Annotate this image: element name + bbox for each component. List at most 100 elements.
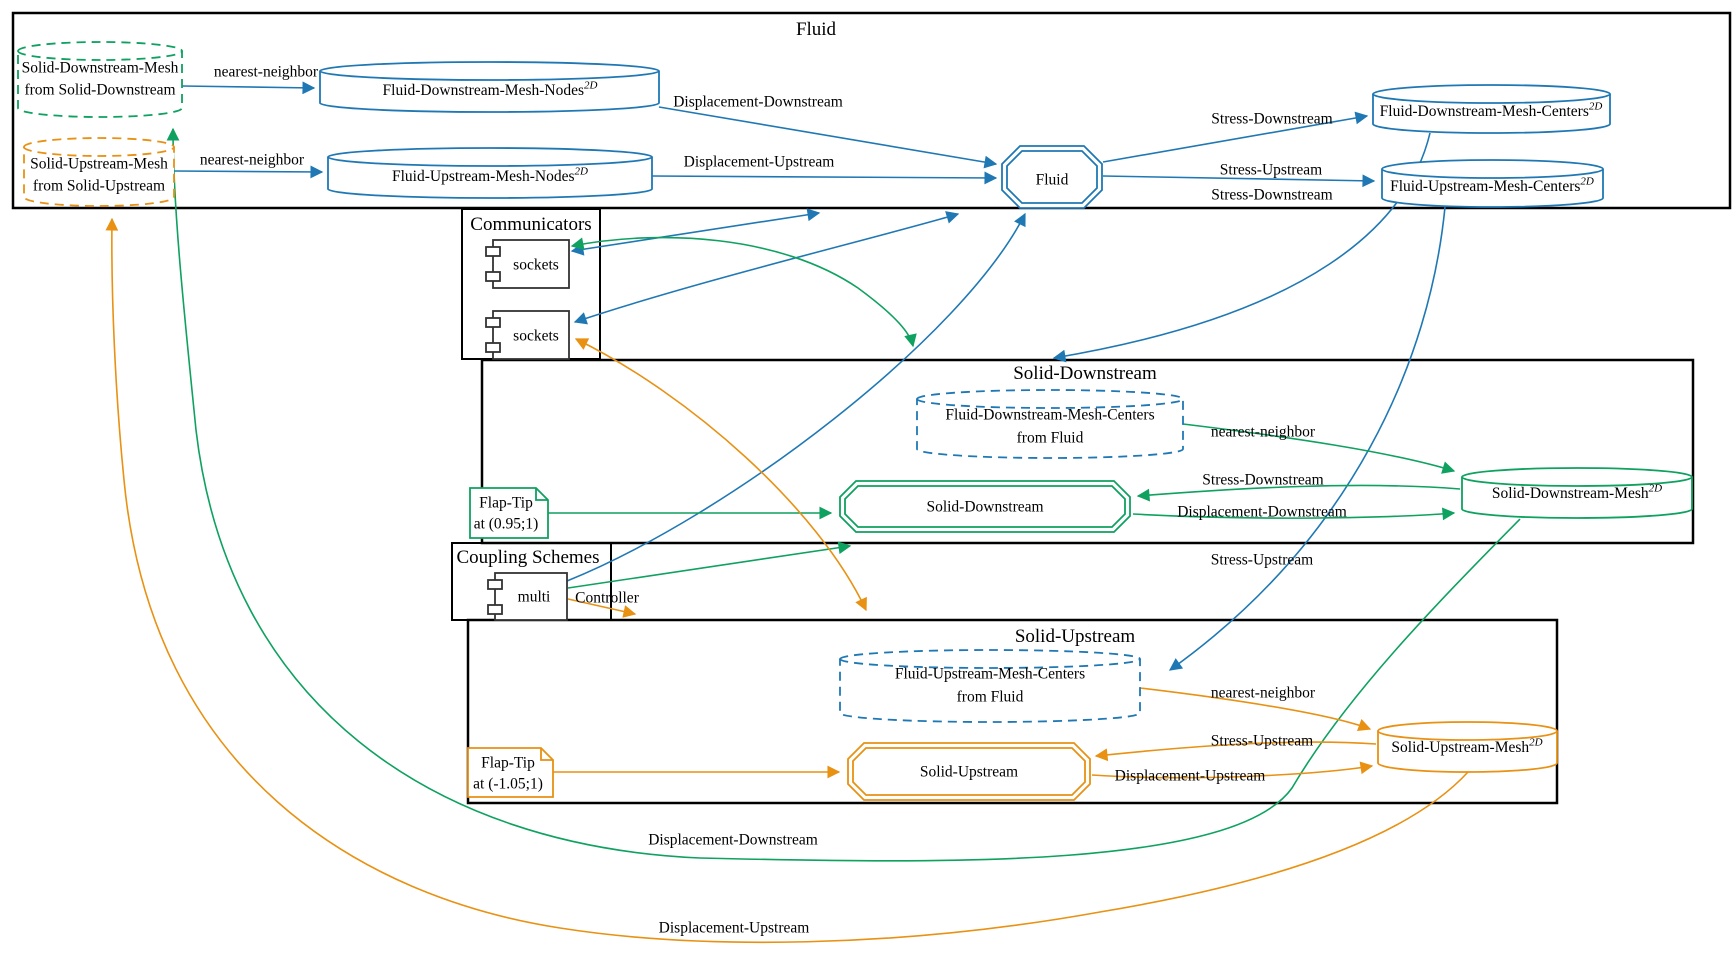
- mesh-name: Fluid-Downstream-Mesh-Centers: [1379, 102, 1589, 120]
- mesh-name: Fluid-Upstream-Mesh-Nodes: [392, 167, 575, 185]
- edge-label-stress-upstream-3: Stress-Upstream: [1210, 732, 1314, 750]
- node-solid-downstream-mesh: [1461, 467, 1693, 519]
- edge-m2n-sd-sockets1: [570, 236, 917, 348]
- node-solid-downstream-participant: [839, 480, 1131, 533]
- edge-label-nearest-neighbor-3: nearest-neighbor: [1210, 423, 1316, 441]
- node-received-fluid-downstream-mesh-centers: [916, 389, 1184, 459]
- mesh-dimension: 2D: [574, 165, 588, 178]
- flap-tip-upstream-label-line1: Flap-Tip: [481, 754, 535, 772]
- edge-label-nearest-neighbor-1: nearest-neighbor: [213, 63, 319, 81]
- received-solid-downstream-mesh-label-line2: from Solid-Downstream: [24, 81, 176, 99]
- node-received-solid-downstream-mesh: [17, 41, 183, 118]
- mesh-dimension: 2D: [1580, 175, 1594, 188]
- solid-upstream-mesh-label: Solid-Upstream-Mesh2D: [1391, 737, 1542, 758]
- node-received-fluid-upstream-mesh-centers: [839, 649, 1141, 723]
- edge-displacement-upstream-write-su: [1091, 761, 1374, 779]
- mesh-name: Solid-Upstream-Mesh: [1391, 738, 1530, 756]
- edge-label-stress-downstream-1: Stress-Downstream: [1211, 110, 1333, 128]
- edge-displacement-downstream-read: [658, 106, 998, 169]
- mesh-dimension: 2D: [1648, 482, 1663, 495]
- node-received-solid-upstream-mesh: [23, 137, 175, 207]
- received-solid-upstream-mesh-label-line2: from Solid-Upstream: [32, 177, 166, 195]
- edge-label-stress-downstream-3: Stress-Downstream: [1202, 471, 1324, 489]
- edge-displacement-upstream-read: [651, 171, 998, 185]
- node-fluid-upstream-mesh-centers: [1381, 159, 1604, 208]
- received-solid-downstream-mesh-label-line1: Solid-Downstream-Mesh: [21, 59, 179, 77]
- cluster-fluid-label: Fluid: [795, 19, 837, 41]
- edge-label-stress-downstream-2: Stress-Downstream: [1211, 186, 1333, 204]
- sockets2-label: sockets: [513, 327, 559, 345]
- edge-displacement-upstream-exchange: [105, 217, 1469, 944]
- solid-upstream-participant-label: Solid-Upstream: [919, 763, 1019, 781]
- fluid-upstream-mesh-nodes-label: Fluid-Upstream-Mesh-Nodes2D: [392, 166, 588, 187]
- node-multi: [487, 572, 568, 621]
- flap-tip-downstream-label-line1: Flap-Tip: [479, 494, 533, 512]
- mesh-name: Fluid-Downstream-Mesh-Nodes: [382, 81, 585, 99]
- edge-displacement-downstream-write-sd: [1132, 507, 1456, 521]
- edge-label-displacement-upstream-long: Displacement-Upstream: [658, 919, 810, 937]
- cluster-coupling-schemes-label: Coupling Schemes: [456, 547, 600, 569]
- node-flap-tip-upstream: [467, 747, 554, 798]
- edge-label-controller: Controller: [575, 589, 639, 607]
- received-solid-upstream-mesh-label-line1: Solid-Upstream-Mesh: [30, 155, 168, 173]
- edge-nn-received-centers-to-sd-mesh: [1182, 423, 1456, 474]
- flap-tip-upstream-label-line2: at (-1.05;1): [473, 775, 543, 793]
- mesh-dimension: 2D: [1588, 100, 1603, 113]
- node-fluid-participant: [1001, 145, 1103, 209]
- cluster-communicators-label: Communicators: [470, 214, 592, 236]
- solid-upstream-edges: [105, 217, 1469, 944]
- fluid-downstream-mesh-nodes-label: Fluid-Downstream-Mesh-Nodes2D: [383, 80, 598, 101]
- node-solid-upstream-mesh: [1377, 721, 1558, 773]
- mesh-name: Fluid-Upstream-Mesh-Centers: [1390, 177, 1581, 195]
- received-fluid-upstream-mesh-centers-label-line1: Fluid-Upstream-Mesh-Centers: [894, 665, 1086, 683]
- cluster-solid-upstream: [466, 618, 1559, 805]
- cluster-solid-upstream-label: Solid-Upstream: [1014, 626, 1136, 648]
- edge-displacement-downstream-exchange: [166, 127, 1521, 862]
- node-sockets-1: [485, 239, 570, 289]
- node-sockets-2: [485, 310, 570, 360]
- mesh-dimension: 2D: [1529, 736, 1543, 749]
- edge-nn-received-sd-to-nodes: [181, 81, 316, 95]
- edge-stress-downstream-read-sd: [1136, 484, 1461, 502]
- node-fluid-upstream-mesh-nodes: [327, 147, 653, 199]
- edge-m2n-su-sockets2: [574, 338, 867, 612]
- fluid-downstream-mesh-centers-label: Fluid-Downstream-Mesh-Centers2D: [1380, 101, 1603, 122]
- edge-label-displacement-upstream: Displacement-Upstream: [683, 153, 835, 171]
- node-solid-upstream-participant: [847, 742, 1091, 801]
- edge-label-displacement-downstream: Displacement-Downstream: [673, 93, 843, 111]
- edge-label-displacement-downstream-long: Displacement-Downstream: [648, 831, 818, 849]
- received-fluid-downstream-mesh-centers-label-line1: Fluid-Downstream-Mesh-Centers: [945, 406, 1155, 424]
- node-fluid-downstream-mesh-nodes: [319, 61, 660, 113]
- node-flap-tip-downstream: [469, 487, 549, 539]
- edge-stress-upstream-exchange: [1168, 206, 1446, 671]
- edge-nn-received-centers-to-su-mesh: [1139, 687, 1372, 731]
- edge-label-displacement-upstream-2: Displacement-Upstream: [1114, 767, 1266, 785]
- edge-m2n-fluid-sockets2: [573, 211, 960, 325]
- node-fluid-downstream-mesh-centers: [1372, 84, 1611, 134]
- edge-stress-downstream-write: [1102, 111, 1369, 163]
- edge-stress-upstream-read-su: [1094, 741, 1377, 762]
- mesh-name: Solid-Downstream-Mesh: [1491, 484, 1649, 502]
- edge-stress-upstream-write: [1102, 174, 1376, 188]
- edge-label-stress-upstream-1: Stress-Upstream: [1219, 161, 1323, 179]
- edge-label-nearest-neighbor-2: nearest-neighbor: [199, 151, 305, 169]
- flap-tip-downstream-label-line2: at (0.95;1): [473, 515, 539, 533]
- edge-label-stress-upstream-2: Stress-Upstream: [1210, 551, 1314, 569]
- cluster-solid-downstream: [480, 358, 1695, 545]
- edge-label-displacement-downstream-2: Displacement-Downstream: [1177, 503, 1347, 521]
- solid-downstream-mesh-label: Solid-Downstream-Mesh2D: [1492, 483, 1662, 504]
- edge-nn-received-su-to-nodes: [173, 165, 324, 179]
- solid-downstream-participant-label: Solid-Downstream: [926, 498, 1044, 516]
- sockets1-label: sockets: [513, 256, 559, 274]
- cluster-fluid: [11, 11, 1732, 210]
- fluid-upstream-mesh-centers-label: Fluid-Upstream-Mesh-Centers2D: [1390, 176, 1594, 197]
- edge-multi-to-solid-upstream: [567, 598, 637, 618]
- received-fluid-downstream-mesh-centers-label-line2: from Fluid: [1016, 429, 1084, 447]
- multi-label: multi: [517, 588, 551, 606]
- cluster-solid-downstream-label: Solid-Downstream: [1013, 363, 1157, 385]
- edge-label-nearest-neighbor-4: nearest-neighbor: [1210, 684, 1316, 702]
- received-fluid-upstream-mesh-centers-label-line2: from Fluid: [956, 688, 1024, 706]
- fluid-participant-label: Fluid: [1035, 171, 1069, 189]
